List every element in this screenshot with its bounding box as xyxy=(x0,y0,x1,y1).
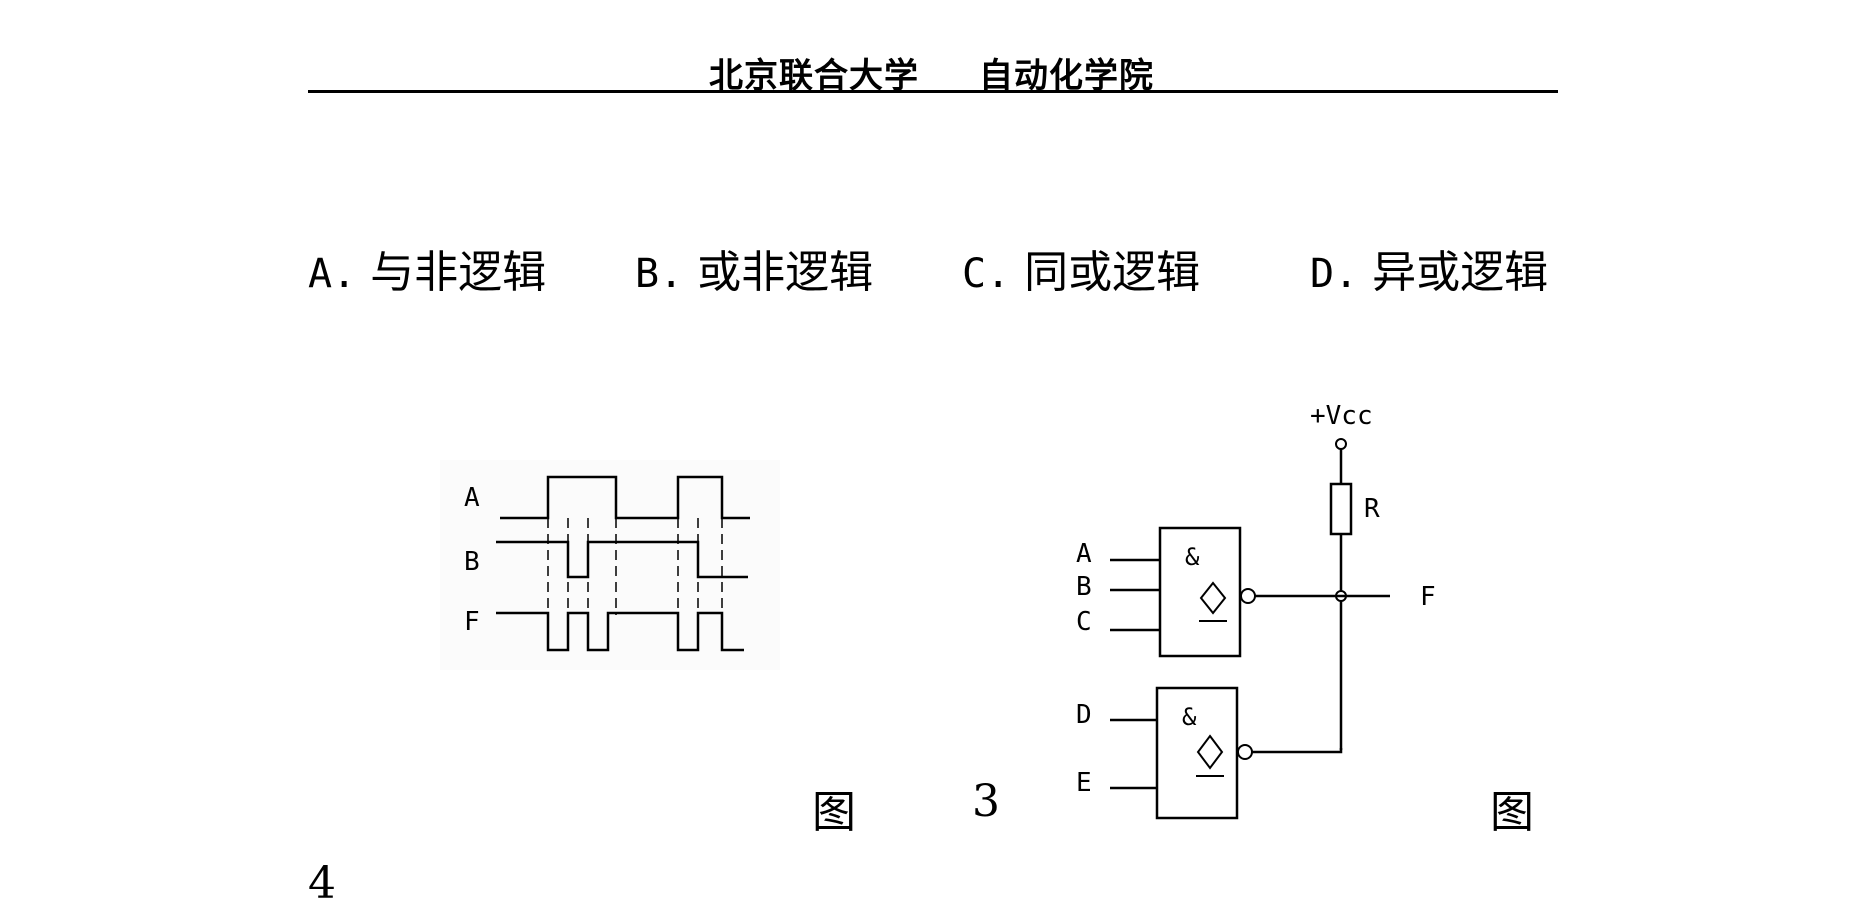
option-c-text: 同或逻辑 xyxy=(1024,247,1201,298)
gate-2-inverter-bubble xyxy=(1237,744,1253,760)
signal-a-label: A xyxy=(464,483,480,513)
header-university: 北京联合大学 xyxy=(709,56,919,96)
option-d-text: 异或逻辑 xyxy=(1372,247,1549,298)
gate-2-output-wire xyxy=(1252,748,1343,754)
waveform-a xyxy=(500,475,750,520)
logic-circuit: +Vcc R F & A B C & D E xyxy=(1076,401,1436,820)
header-rule xyxy=(308,90,1558,93)
option-c-label: C. xyxy=(962,251,1011,297)
option-a: A. 与非逻辑 xyxy=(308,236,546,300)
signal-f-label: F xyxy=(464,607,480,637)
option-a-text: 与非逻辑 xyxy=(370,247,547,298)
timing-background xyxy=(440,460,780,670)
option-b: B. 或非逻辑 xyxy=(635,236,873,300)
option-c: C. 同或逻辑 xyxy=(962,236,1200,300)
figure-3-caption: 图 xyxy=(812,787,856,838)
gate-1-body xyxy=(1158,526,1242,658)
output-label: F xyxy=(1420,582,1436,612)
signal-b-label: B xyxy=(464,547,480,577)
vcc-terminal xyxy=(1335,438,1347,450)
gate-1-oc-icon xyxy=(1199,581,1227,615)
header-school: 自动化学院 xyxy=(979,56,1154,96)
gate-2-symbol: & xyxy=(1182,703,1197,731)
input-a-label: A xyxy=(1076,539,1092,569)
input-e-label: E xyxy=(1076,768,1092,798)
input-c-label: C xyxy=(1076,607,1092,637)
input-d-label: D xyxy=(1076,700,1092,730)
figure-4-number: 4 xyxy=(308,858,336,909)
resistor xyxy=(1329,482,1353,536)
figure-4-caption: 图 xyxy=(1490,787,1534,838)
gate-1-inverter-bubble xyxy=(1240,588,1256,604)
gate-1-symbol: & xyxy=(1185,543,1200,571)
option-d-label: D. xyxy=(1310,251,1359,297)
figure-3-number: 3 xyxy=(972,776,1000,827)
option-b-label: B. xyxy=(635,251,684,297)
gate-2-oc-icon xyxy=(1196,734,1224,770)
vcc-label: +Vcc xyxy=(1310,401,1373,431)
timing-diagram: A B F xyxy=(440,460,780,670)
option-d: D. 异或逻辑 xyxy=(1310,236,1548,300)
page-header: 北京联合大学 自动化学院 xyxy=(0,48,1863,97)
resistor-label: R xyxy=(1364,494,1380,524)
waveform-f xyxy=(496,611,744,652)
input-b-label: B xyxy=(1076,572,1092,602)
option-a-label: A. xyxy=(308,251,357,297)
gate-2-body xyxy=(1155,686,1239,820)
option-b-text: 或非逻辑 xyxy=(697,247,874,298)
